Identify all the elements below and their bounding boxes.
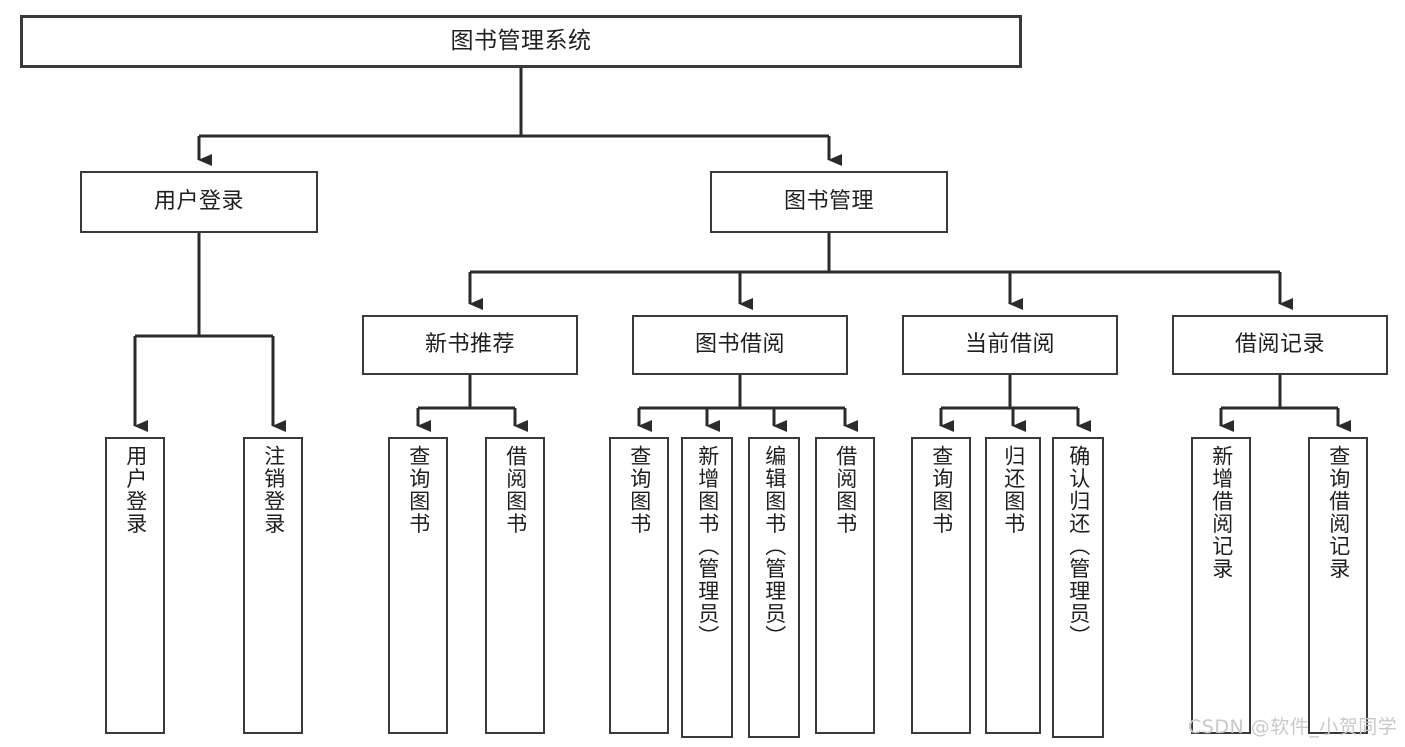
node-leaf-logout-label: 注销登录: [261, 445, 286, 535]
node-new-book-rec-label: 新书推荐: [424, 331, 515, 357]
node-book-borrow-label: 图书借阅: [694, 331, 785, 357]
node-leaf-return-book[interactable]: 归还图书: [985, 437, 1041, 734]
node-leaf-edit-book[interactable]: 编辑图书（管理员）: [748, 437, 800, 738]
node-user-login-label: 用户登录: [153, 188, 244, 214]
node-book-borrow[interactable]: 图书借阅: [632, 315, 848, 375]
node-current-borrow[interactable]: 当前借阅: [902, 315, 1118, 375]
csdn-watermark: CSDN @软件_小贺同学: [1188, 716, 1398, 738]
node-leaf-user-login-label: 用户登录: [123, 445, 148, 535]
node-leaf-borrow-book-2[interactable]: 借阅图书: [815, 437, 875, 734]
node-user-login[interactable]: 用户登录: [80, 171, 318, 233]
node-leaf-add-record[interactable]: 新增借阅记录: [1191, 437, 1251, 734]
node-leaf-query-book-1-label: 查询图书: [406, 445, 431, 535]
node-leaf-confirm-return[interactable]: 确认归还（管理员）: [1052, 437, 1104, 738]
node-leaf-logout[interactable]: 注销登录: [243, 437, 303, 734]
node-root[interactable]: 图书管理系统: [20, 15, 1022, 68]
node-leaf-borrow-book-1-label: 借阅图书: [503, 445, 528, 535]
node-leaf-add-book-label: 新增图书（管理员）: [695, 445, 720, 648]
node-leaf-query-book-3[interactable]: 查询图书: [911, 437, 971, 734]
node-leaf-edit-book-label: 编辑图书（管理员）: [762, 445, 787, 648]
node-root-label: 图书管理系统: [450, 27, 592, 54]
node-borrow-record[interactable]: 借阅记录: [1172, 315, 1388, 375]
node-leaf-query-book-2-label: 查询图书: [627, 445, 652, 535]
node-leaf-query-book-1[interactable]: 查询图书: [388, 437, 448, 734]
node-leaf-user-login[interactable]: 用户登录: [105, 437, 165, 734]
node-leaf-return-book-label: 归还图书: [1001, 445, 1026, 535]
node-leaf-query-record[interactable]: 查询借阅记录: [1308, 437, 1368, 734]
node-borrow-record-label: 借阅记录: [1234, 331, 1325, 357]
node-leaf-query-record-label: 查询借阅记录: [1326, 445, 1351, 580]
node-leaf-add-book[interactable]: 新增图书（管理员）: [681, 437, 733, 738]
node-leaf-query-book-3-label: 查询图书: [929, 445, 954, 535]
node-leaf-confirm-return-label: 确认归还（管理员）: [1066, 445, 1091, 648]
node-leaf-borrow-book-1[interactable]: 借阅图书: [485, 437, 545, 734]
node-leaf-add-record-label: 新增借阅记录: [1209, 445, 1234, 580]
node-current-borrow-label: 当前借阅: [964, 331, 1055, 357]
node-book-manage-label: 图书管理: [783, 188, 874, 214]
node-book-manage[interactable]: 图书管理: [710, 171, 948, 233]
node-leaf-query-book-2[interactable]: 查询图书: [609, 437, 669, 734]
node-new-book-rec[interactable]: 新书推荐: [362, 315, 578, 375]
node-leaf-borrow-book-2-label: 借阅图书: [833, 445, 858, 535]
